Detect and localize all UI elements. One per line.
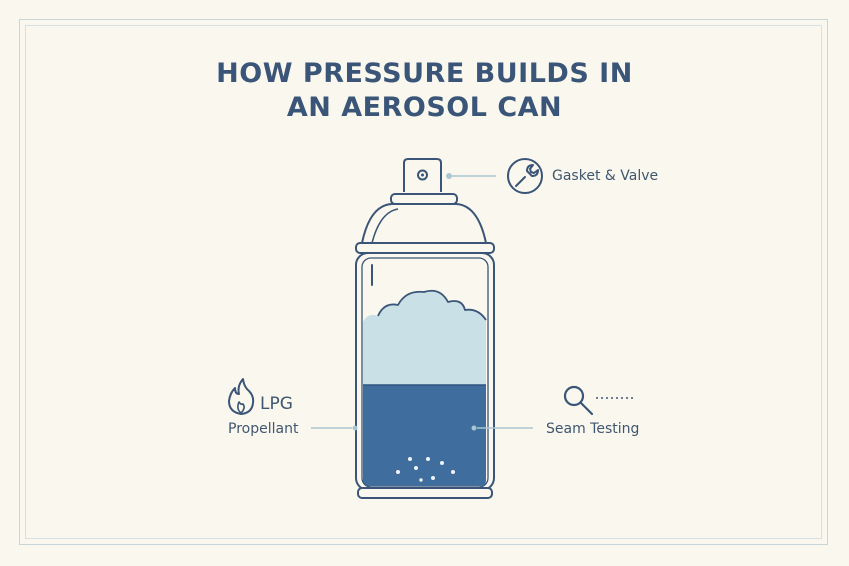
gasket-callout	[446, 158, 543, 194]
propellant-label: Propellant	[228, 421, 299, 437]
liquid-propellant	[363, 385, 486, 486]
lpg-label: LPG	[260, 394, 293, 414]
title-line-1: HOW PRESSURE BUILDS IN	[216, 58, 633, 89]
seam-callout	[471, 385, 636, 431]
top-rim	[355, 242, 495, 254]
wrench-icon	[507, 158, 543, 194]
aerosol-can	[355, 158, 495, 499]
valve-cup	[390, 193, 458, 205]
can-dome	[361, 203, 487, 244]
vapor-space	[363, 290, 486, 385]
flame-icon	[228, 378, 255, 415]
outer-frame	[19, 19, 828, 545]
inner-frame	[25, 25, 822, 539]
lpg-callout	[228, 378, 358, 431]
seam-testing-label: Seam Testing	[546, 421, 640, 437]
title-line-2: AN AEROSOL CAN	[286, 92, 563, 123]
bubbles	[396, 457, 455, 482]
bottom-rim	[357, 487, 493, 499]
gasket-valve-label: Gasket & Valve	[552, 168, 659, 184]
magnifier-icon	[563, 385, 594, 416]
nozzle-orifice	[417, 169, 428, 181]
